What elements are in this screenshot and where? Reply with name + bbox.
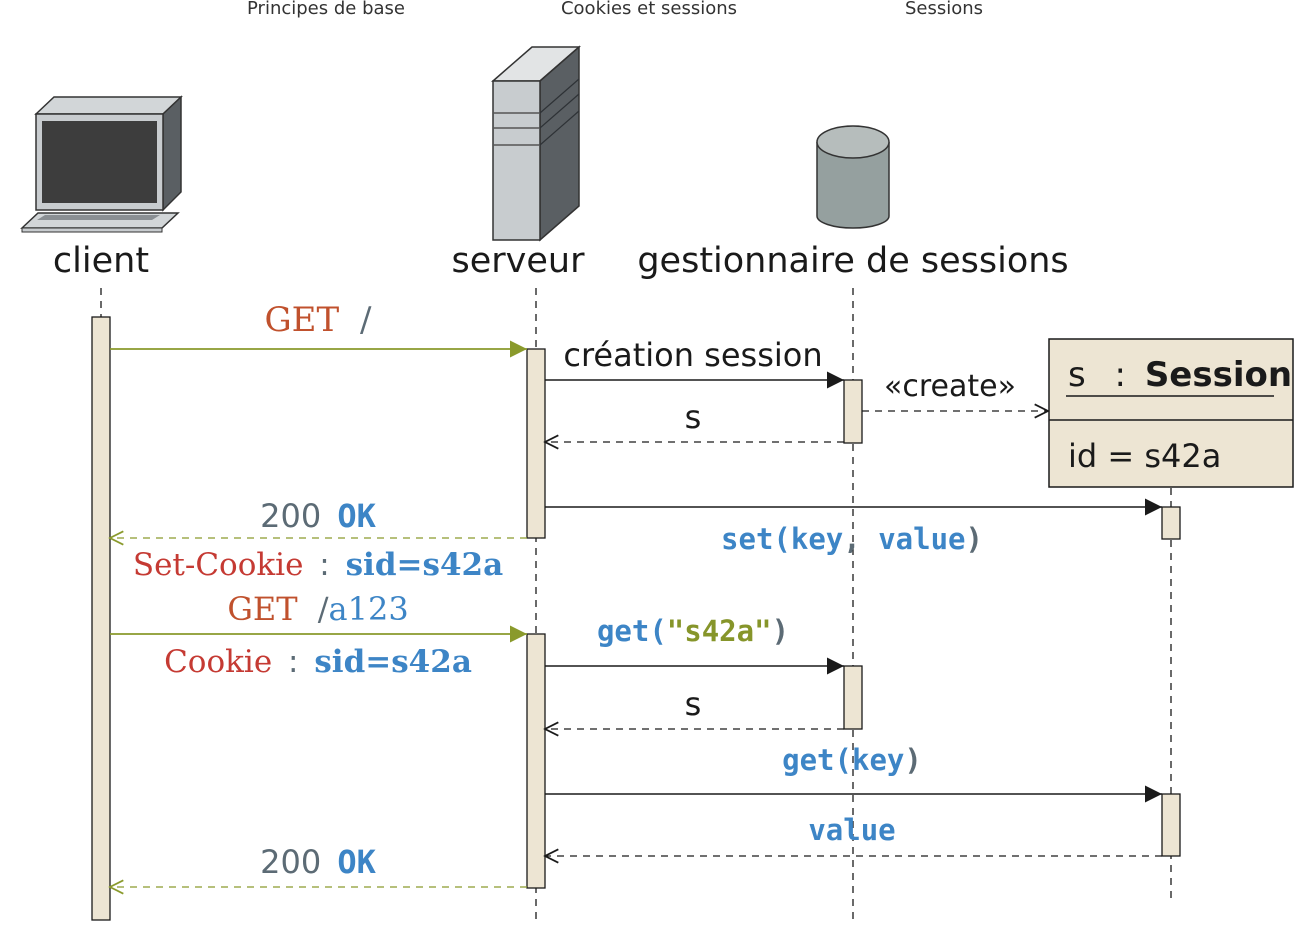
cookie-header: Cookie [164, 644, 272, 680]
session-attribute: id = s42a [1068, 437, 1221, 475]
set-key: key [791, 522, 843, 556]
activation-server-2 [526, 633, 546, 889]
activation-session-2 [1161, 793, 1181, 857]
activation-manager-2 [843, 665, 863, 730]
breadcrumb-item-2[interactable]: Cookies et sessions [561, 0, 737, 19]
label-response-1: 200 OK [260, 497, 377, 535]
activation-server-1 [526, 348, 546, 539]
computer-icon [20, 95, 183, 233]
set-cookie-colon: : [319, 547, 329, 583]
label-create-session: création session [563, 336, 822, 374]
get-key-close: ) [904, 743, 921, 777]
activation-client [91, 316, 111, 921]
label-get-root: GET / [265, 300, 372, 340]
set-cookie-value: sid=s42a [346, 547, 504, 583]
label-cookie: Cookie : sid=s42a [164, 644, 472, 680]
get-key-call: get( [782, 743, 852, 777]
label-create-stereotype: «create» [884, 369, 1016, 404]
session-class-name: Session [1145, 355, 1292, 395]
cookie-value: sid=s42a [314, 644, 472, 680]
get-close: ) [772, 614, 789, 648]
actor-manager-label: gestionnaire de sessions [637, 241, 1068, 281]
response-2-code: 200 [260, 843, 321, 881]
set-cookie-header: Set-Cookie [133, 547, 304, 583]
label-set: set(key, value) [721, 522, 983, 556]
activation-session-1 [1161, 506, 1181, 540]
label-return-s: s [685, 398, 702, 436]
label-get-session: get("s42a") [597, 614, 789, 648]
get-method: GET [265, 300, 340, 340]
response-1-ok: OK [337, 497, 376, 535]
label-get-key: get(key) [782, 743, 922, 777]
breadcrumb-item-1[interactable]: Principes de base [247, 0, 405, 19]
set-close: ) [966, 522, 983, 556]
actor-server-label: serveur [452, 241, 586, 281]
label-return-s2: s [685, 685, 702, 723]
session-object-title: s : Session [1068, 355, 1292, 395]
set-method: set( [721, 522, 791, 556]
get-key-arg: key [852, 743, 904, 777]
session-separator: : [1115, 355, 1126, 395]
get-call: get( [597, 614, 667, 648]
get-path: / [360, 300, 372, 340]
set-comma: , [843, 522, 878, 556]
cookie-colon: : [288, 644, 298, 680]
get2-path: a123 [329, 590, 409, 628]
activation-manager-1 [843, 379, 863, 444]
response-1-code: 200 [260, 497, 321, 535]
get2-slash: / [318, 590, 329, 628]
breadcrumb-item-3[interactable]: Sessions [905, 0, 983, 19]
get2-method: GET [227, 590, 298, 628]
label-return-value: value [808, 813, 895, 847]
database-icon [816, 125, 890, 229]
session-object-box: s : Session id = s42a [1048, 338, 1294, 488]
response-2-ok: OK [337, 843, 376, 881]
label-set-cookie: Set-Cookie : sid=s42a [133, 547, 503, 583]
get-arg: "s42a" [667, 614, 772, 648]
server-icon [490, 45, 582, 242]
label-get-a123: GET /a123 [227, 590, 408, 628]
set-value: value [878, 522, 965, 556]
session-instance-name: s [1068, 355, 1086, 395]
label-response-2: 200 OK [260, 843, 377, 881]
actor-client-label: client [53, 241, 149, 281]
